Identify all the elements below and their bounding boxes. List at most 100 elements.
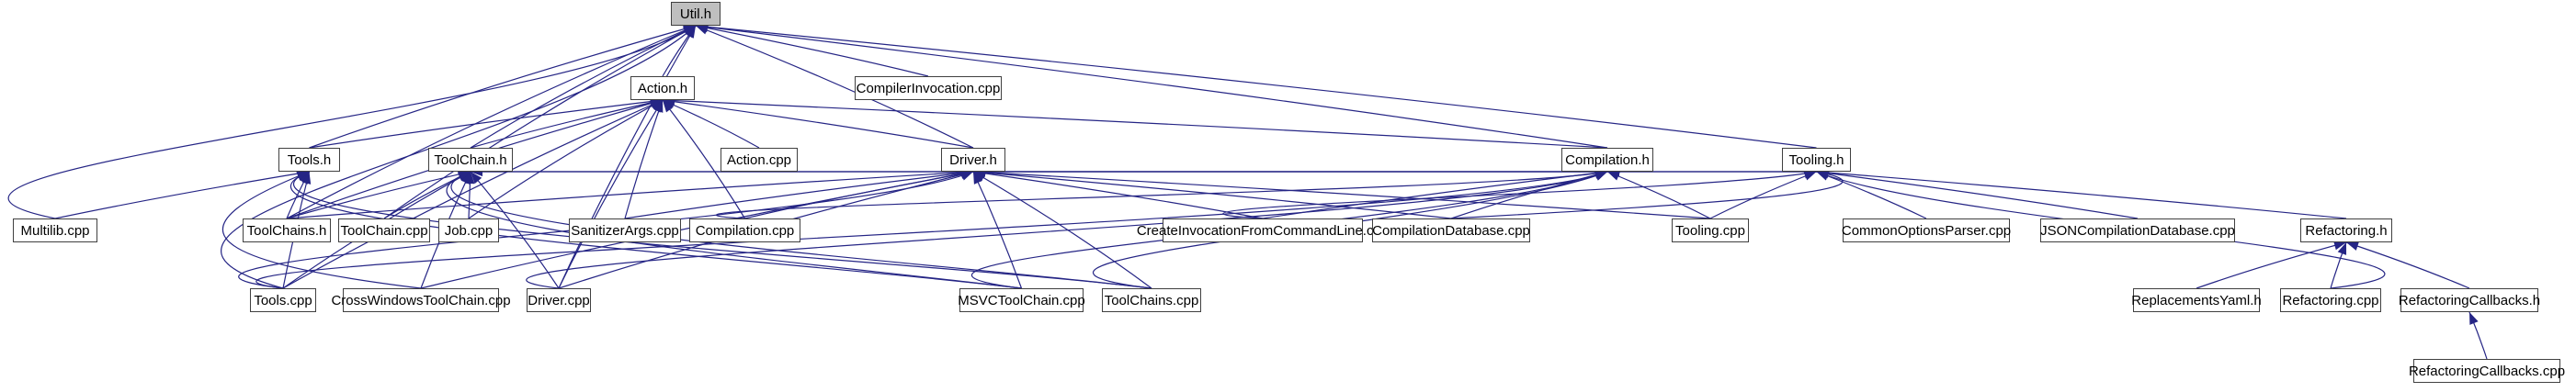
graph-node-job_cpp[interactable]: Job.cpp [438, 218, 499, 242]
graph-node-refactoringcallbacks_cpp[interactable]: RefactoringCallbacks.cpp [2409, 359, 2565, 383]
edge-msvctoolchain_cpp-to-tools_h [289, 171, 1022, 289]
graph-node-label: Util.h [679, 6, 712, 22]
graph-node-driver_cpp[interactable]: Driver.cpp [527, 288, 591, 312]
edge-tooling_h-to-util_h [695, 25, 1817, 149]
edge-arrowhead [2469, 312, 2479, 325]
edge-arrowhead [471, 172, 482, 185]
graph-node-compilation_h[interactable]: Compilation.h [1561, 148, 1653, 172]
graph-node-label: RefactoringCallbacks.cpp [2408, 363, 2566, 379]
graph-node-driver_h[interactable]: Driver.h [941, 148, 1005, 172]
edge-toolchains_cpp-to-driver_h [972, 171, 1152, 289]
edge-driver_h-to-action_h [662, 99, 974, 149]
edge-tooling_cpp-to-compilation_h [1606, 171, 1711, 219]
graph-node-commonoptionsparser_cpp[interactable]: CommonOptionsParser.cpp [1841, 218, 2012, 242]
graph-node-tools_h[interactable]: Tools.h [278, 148, 340, 172]
edge-arrowhead [2333, 241, 2346, 251]
graph-node-label: Driver.h [949, 151, 997, 168]
edge-tools_cpp-to-compilation_h [255, 171, 1608, 289]
edge-sanitizerargs_cpp-to-driver_h [624, 171, 974, 219]
graph-node-label: Compilation.cpp [695, 222, 795, 239]
graph-node-tooling_h[interactable]: Tooling.h [1782, 148, 1851, 172]
graph-node-compilerinvocation_cpp[interactable]: CompilerInvocation.cpp [855, 76, 1002, 100]
graph-node-label: MSVCToolChain.cpp [958, 292, 1085, 308]
edge-arrowhead [1594, 172, 1607, 181]
edge-commonoptionsparser_cpp-to-tooling_h [1816, 171, 1927, 219]
edge-multilib_cpp-to-util_h [7, 25, 697, 219]
graph-node-refactoring_h[interactable]: Refactoring.h [2300, 218, 2392, 242]
edge-arrowhead [458, 172, 471, 181]
graph-node-multilib_cpp[interactable]: Multilib.cpp [13, 218, 97, 242]
graph-node-replacementsyaml_h[interactable]: ReplacementsYaml.h [2131, 288, 2262, 312]
graph-node-toolchains_h[interactable]: ToolChains.h [243, 218, 331, 242]
edge-driver_cpp-to-action_h [558, 99, 664, 289]
edge-compilationdatabase_cpp-to-compilation_h [1450, 171, 1608, 219]
graph-node-jsoncompilationdatabase_cpp[interactable]: JSONCompilationDatabase.cpp [2040, 218, 2235, 242]
graph-node-label: ReplacementsYaml.h [2131, 292, 2262, 308]
edge-toolchain_h-to-action_h [470, 99, 664, 149]
edge-arrowhead [2337, 242, 2347, 255]
graph-node-toolchain_h[interactable]: ToolChain.h [428, 148, 513, 172]
graph-node-tooling_cpp[interactable]: Tooling.cpp [1672, 218, 1749, 242]
edge-arrowhead [296, 172, 310, 181]
edge-arrowhead [663, 100, 674, 113]
graph-node-label: RefactoringCallbacks.h [2398, 292, 2541, 308]
edge-sanitizerargs_cpp-to-action_h [624, 99, 664, 219]
graph-node-label: Compilation.h [1565, 151, 1650, 168]
graph-node-refactoringcallbacks_h[interactable]: RefactoringCallbacks.h [2398, 288, 2541, 312]
graph-node-label: CompilerInvocation.cpp [856, 80, 1001, 96]
graph-node-label: CompilationDatabase.cpp [1372, 222, 1530, 239]
edge-compilation_h-to-util_h [695, 25, 1608, 149]
graph-node-crosswindowstoolchain_cpp[interactable]: CrossWindowsToolChain.cpp [331, 288, 511, 312]
graph-node-label: JSONCompilationDatabase.cpp [2040, 222, 2235, 239]
edge-driver_h-to-util_h [695, 25, 974, 149]
edge-replacementsyaml_h-to-refactoring_h [2196, 241, 2347, 289]
graph-node-label: ToolChains.cpp [1104, 292, 1199, 308]
graph-node-label: CrossWindowsToolChain.cpp [331, 292, 511, 308]
graph-node-label: CommonOptionsParser.cpp [1841, 222, 2012, 239]
graph-node-toolchain_cpp[interactable]: ToolChain.cpp [338, 218, 430, 242]
graph-node-createinvocation_cpp[interactable]: CreateInvocationFromCommandLine.cpp [1137, 218, 1389, 242]
edge-compilerinvocation_cpp-to-util_h [695, 25, 929, 77]
graph-node-label: Refactoring.cpp [2282, 292, 2379, 308]
graph-node-label: CreateInvocationFromCommandLine.cpp [1136, 222, 1390, 239]
graph-node-label: ToolChain.cpp [340, 222, 428, 239]
graph-node-compilationdatabase_cpp[interactable]: CompilationDatabase.cpp [1372, 218, 1530, 242]
graph-node-label: ToolChain.h [434, 151, 507, 168]
edge-tools_cpp-to-action_h [282, 99, 664, 289]
edge-multilib_cpp-to-tools_h [54, 171, 310, 219]
edge-compilation_cpp-to-action_h [662, 99, 746, 219]
graph-node-label: Tools.cpp [254, 292, 312, 308]
edge-arrowhead [960, 170, 973, 180]
edge-compilationdatabase_cpp-to-driver_h [972, 171, 1452, 219]
edge-compilation_cpp-to-driver_h [744, 171, 974, 219]
edge-driver_cpp-to-util_h [558, 25, 697, 289]
graph-node-action_cpp[interactable]: Action.cpp [721, 148, 798, 172]
edge-toolchain_h-to-util_h [470, 25, 697, 149]
graph-node-sanitizerargs_cpp[interactable]: SanitizerArgs.cpp [569, 218, 681, 242]
edge-arrowhead [1816, 172, 1830, 181]
graph-node-util_h[interactable]: Util.h [671, 2, 721, 26]
edge-arrowhead [973, 172, 982, 185]
graph-node-label: Driver.cpp [528, 292, 590, 308]
edge-toolchains_h-to-toolchain_h [286, 171, 471, 219]
edge-refactoringcallbacks_h-to-refactoring_h [2345, 241, 2470, 289]
graph-node-msvctoolchain_cpp[interactable]: MSVCToolChain.cpp [958, 288, 1085, 312]
graph-node-label: Refactoring.h [2305, 222, 2388, 239]
edge-arrowhead [686, 26, 696, 39]
edge-arrowhead [650, 100, 663, 109]
graph-node-label: Action.cpp [726, 151, 792, 168]
edge-tools_h-to-util_h [309, 25, 697, 149]
graph-node-refactoring_cpp[interactable]: Refactoring.cpp [2280, 288, 2381, 312]
graph-node-label: ToolChains.h [246, 222, 327, 239]
graph-node-compilation_cpp[interactable]: Compilation.cpp [689, 218, 800, 242]
edge-arrowhead [973, 172, 986, 182]
graph-node-action_h[interactable]: Action.h [630, 76, 695, 100]
graph-node-label: Tooling.h [1788, 151, 1844, 168]
graph-node-tools_cpp[interactable]: Tools.cpp [250, 288, 316, 312]
edge-createinvocation_cpp-to-driver_h [972, 171, 1264, 219]
graph-node-label: Tools.h [287, 151, 332, 168]
graph-node-toolchains_cpp[interactable]: ToolChains.cpp [1102, 288, 1201, 312]
graph-node-label: Tooling.cpp [1675, 222, 1745, 239]
graph-node-label: SanitizerArgs.cpp [571, 222, 679, 239]
